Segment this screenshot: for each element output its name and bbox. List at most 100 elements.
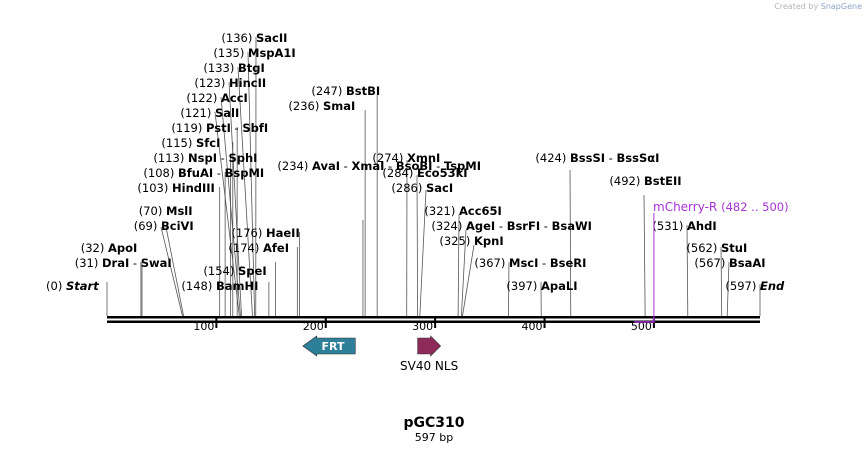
site-line — [686, 224, 689, 317]
site-line — [462, 244, 475, 317]
enzyme-name: AhdI — [687, 219, 717, 233]
site-position: (133) — [203, 61, 238, 75]
site-position: (567) — [694, 256, 729, 270]
enzyme-name: NspI — [188, 151, 217, 165]
enzyme-name: StuI — [721, 241, 747, 255]
site-label: (154) SpeI — [203, 264, 266, 278]
site-line — [720, 246, 723, 317]
snapgene-credit: Created by SnapGene — [774, 2, 862, 11]
feature-arrow — [302, 335, 356, 357]
site-position: (397) — [506, 279, 541, 293]
site-label: (135) MspA1I — [213, 46, 295, 60]
site-label: (133) BtgI — [203, 61, 264, 75]
site-position: (108) — [143, 166, 178, 180]
enzyme-name: PstI — [206, 121, 231, 135]
site-position: (286) — [391, 181, 426, 195]
ruler-tick-label: 500 — [631, 320, 652, 333]
enzyme-name: HindIII — [172, 181, 215, 195]
primer-name: mCherry-R — [653, 200, 721, 214]
site-position: (70) — [139, 204, 166, 218]
credit-prefix: Created by — [774, 2, 819, 11]
site-label: (123) HincII — [194, 76, 266, 90]
site-line — [247, 51, 256, 317]
name-separator: - — [495, 219, 506, 233]
site-position: (367) — [474, 256, 509, 270]
enzyme-name: End — [760, 279, 785, 293]
site-position: (31) — [75, 256, 102, 270]
site-label: (597) End — [725, 279, 785, 293]
enzyme-name: SphI — [228, 151, 257, 165]
name-separator: - — [231, 121, 242, 135]
site-position: (32) — [81, 241, 108, 255]
plasmid-length: 597 bp — [415, 431, 453, 444]
enzyme-name: AccI — [221, 91, 248, 105]
site-label: (397) ApaLI — [506, 279, 577, 293]
enzyme-name: SfcI — [196, 136, 220, 150]
enzyme-name: ApoI — [108, 241, 137, 255]
site-line — [508, 261, 510, 317]
enzyme-name: HincII — [229, 76, 266, 90]
enzyme-name: BspMI — [225, 166, 265, 180]
site-label: (108) BfuAI - BspMI — [143, 166, 264, 180]
site-line — [237, 66, 253, 317]
site-label: (325) KpnI — [439, 234, 503, 248]
site-position: (562) — [686, 241, 721, 255]
name-separator: - — [605, 151, 616, 165]
site-position: (119) — [171, 121, 206, 135]
enzyme-name: SpeI — [238, 264, 267, 278]
enzyme-name: BamHI — [216, 279, 258, 293]
enzyme-name: KpnI — [474, 234, 504, 248]
site-line — [160, 226, 183, 317]
site-label: (148) BamHI — [181, 279, 258, 293]
enzyme-name: SacI — [426, 181, 453, 195]
enzyme-name: BtgI — [238, 61, 265, 75]
enzyme-name: TspMI — [444, 159, 481, 173]
site-label: (122) AccI — [186, 91, 247, 105]
enzyme-name: MscI — [509, 256, 538, 270]
site-position: (115) — [161, 136, 196, 150]
backbone-top — [107, 316, 760, 319]
enzyme-name: Acc65I — [459, 204, 502, 218]
backbone-bottom — [107, 320, 760, 323]
site-position: (324) — [431, 219, 466, 233]
enzyme-name: BssSαI — [617, 151, 660, 165]
feature-label: FRT — [322, 340, 345, 353]
primer-annotation: mCherry-R (482 .. 500) — [634, 200, 789, 323]
enzyme-name: DraI — [102, 256, 129, 270]
site-label: (32) ApoI — [81, 241, 138, 255]
site-label: (531) AhdI — [652, 219, 716, 233]
site-position: (69) — [134, 219, 161, 233]
site-position: (321) — [424, 204, 459, 218]
site-label: (236) SmaI — [288, 99, 355, 113]
site-position: (247) — [311, 84, 346, 98]
site-position: (531) — [652, 219, 687, 233]
name-separator: - — [538, 256, 549, 270]
site-label: (121) SalI — [180, 106, 239, 120]
enzyme-name: BseRI — [550, 256, 587, 270]
name-separator: - — [432, 159, 443, 173]
site-line — [726, 261, 730, 317]
site-position: (234) — [277, 159, 312, 173]
site-position: (148) — [181, 279, 216, 293]
site-label: (284) Eco53kI — [382, 166, 467, 180]
site-position: (325) — [439, 234, 474, 248]
site-line — [569, 169, 572, 317]
site-lines — [106, 36, 761, 317]
name-separator: - — [384, 159, 395, 173]
enzyme-name: BsaAI — [729, 256, 766, 270]
primer-range: (482 .. 500) — [721, 200, 789, 214]
site-line — [214, 111, 240, 317]
plasmid-name: pGC310 — [403, 415, 464, 431]
site-label: (424) BssSI - BssSαI — [535, 151, 659, 165]
site-line — [416, 174, 419, 317]
site-label: (247) BstBI — [311, 84, 380, 98]
site-label: (492) BstEII — [609, 174, 681, 188]
site-labels: (136) SacII(135) MspA1I(133) BtgI(123) H… — [46, 31, 785, 293]
site-label: (274) XmnI — [372, 151, 440, 165]
name-separator: - — [129, 256, 140, 270]
site-position: (136) — [221, 31, 256, 45]
enzyme-name: AvaI — [312, 159, 340, 173]
site-label: (562) StuI — [686, 241, 747, 255]
